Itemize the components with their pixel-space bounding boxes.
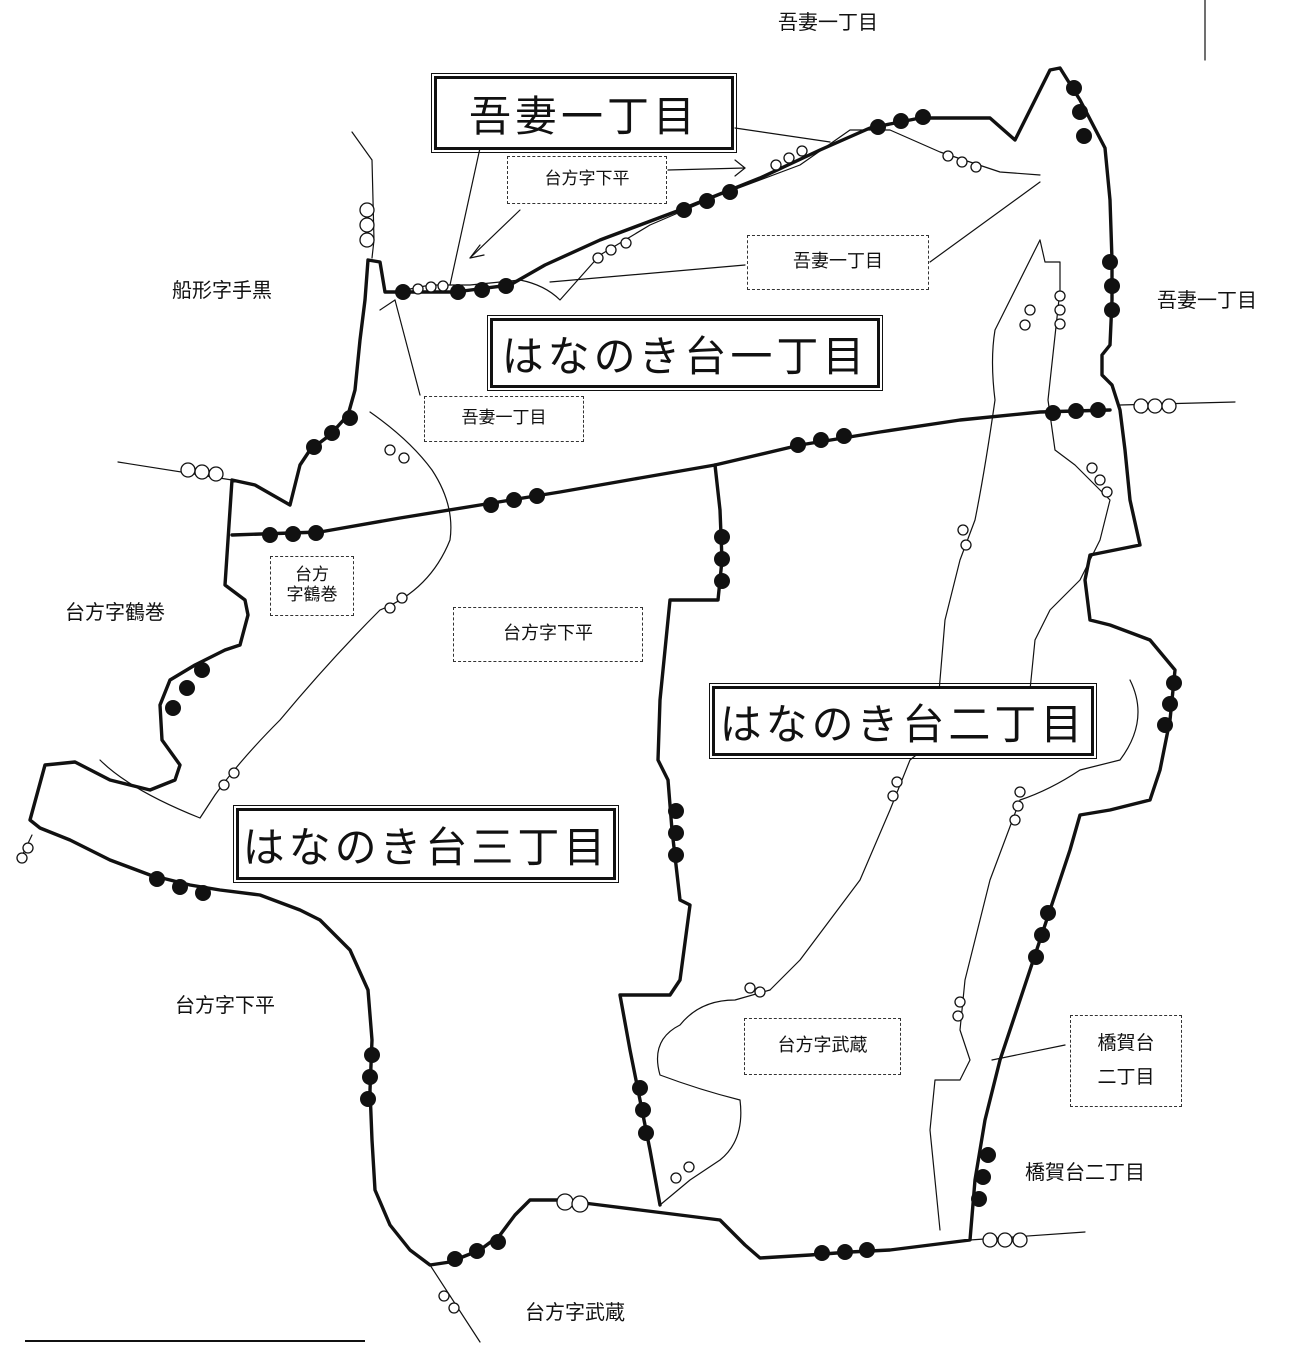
boundary-circles-hollow [16,145,1177,1314]
road-hashika-leader [991,1044,1066,1061]
dashed-label-text: 台方字下平 [503,623,593,645]
district-name: はなのき台一丁目 [501,331,869,381]
dashed-label-text: 吾妻一丁目 [461,408,547,429]
district-name: はなのき台二丁目 [719,699,1087,749]
label-tsurumaki: 台方字鶴巻 [65,600,165,624]
boundary-west-east [230,408,1112,537]
dashed-label-azuma-right: 吾妻一丁目 [747,235,929,290]
road-east-inner [929,679,1139,1231]
boundary-central-vertical [618,463,724,1207]
label-shimotaira-sw: 台方字下平 [175,993,275,1017]
label-azuma-top: 吾妻一丁目 [778,10,878,34]
leader-lines [379,127,1041,396]
label-azuma-east: 吾妻一丁目 [1157,288,1257,312]
dashed-label-text: 台方字下平 [544,169,630,190]
district-name: 吾妻一丁目 [468,91,699,141]
outer-boundary [28,66,1177,1267]
dashed-label-musashi-center: 台方字武蔵 [744,1018,901,1075]
legend-frame-edge [25,1340,365,1342]
district-name: はなのき台三丁目 [242,822,610,872]
district-box-hanazono3: はなのき台三丁目 [233,805,619,883]
district-boundaries [28,66,1177,1267]
boundary-dots-filled [149,80,1182,1267]
label-musashi-south: 台方字武蔵 [525,1300,625,1324]
label-funagata: 船形字手黒 [172,278,272,302]
dashed-label-shimotaira-center: 台方字下平 [453,607,643,662]
district-box-hanazono2: はなのき台二丁目 [709,683,1097,759]
dashed-label-azuma-small: 吾妻一丁目 [424,396,584,442]
dashed-label-tsurumaki: 台方 字鶴巻 [270,556,354,616]
road-southwest-loop [656,989,771,1206]
dashed-label-line2: 二丁目 [1097,1066,1155,1088]
dashed-label-line2: 字鶴巻 [286,585,338,605]
road-azuma-east-inner [1029,239,1111,691]
district-box-hanazono1: はなのき台一丁目 [487,315,883,391]
dashed-label-shimotaira-top: 台方字下平 [507,156,667,204]
dashed-label-line1: 橋賀台 [1097,1032,1155,1055]
district-box-azuma: 吾妻一丁目 [431,73,737,153]
dashed-label-line1: 台方 [295,565,329,586]
road-central-north-south [769,239,1041,991]
road-northwest-curve [99,411,452,819]
road-top-left-spur [351,131,375,259]
dashed-label-text: 台方字武蔵 [777,1035,868,1057]
label-hashikadai-se: 橋賀台二丁目 [1025,1160,1145,1184]
dashed-label-hashikadai: 橋賀台 二丁目 [1070,1015,1182,1107]
dashed-label-text: 吾妻一丁目 [793,251,883,273]
